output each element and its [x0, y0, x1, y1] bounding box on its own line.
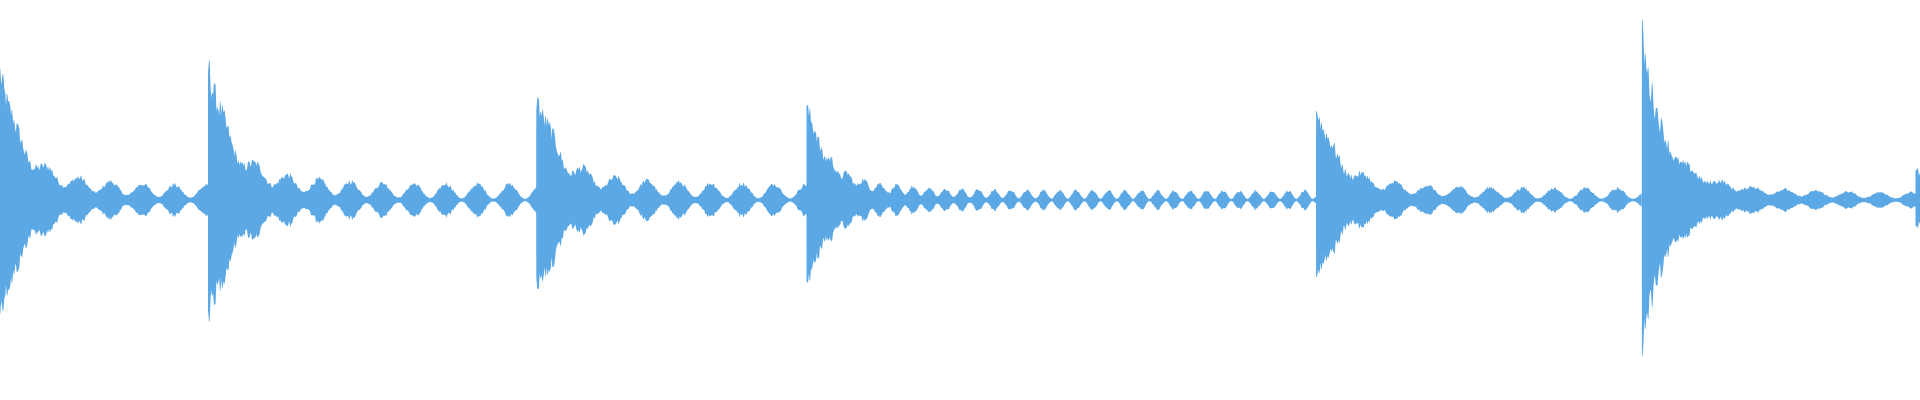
waveform-segment-hit-2	[208, 60, 537, 322]
waveform-segment-hit-4	[806, 104, 1317, 284]
waveform-segment-hit-6	[1641, 19, 1916, 356]
waveform-segment-hit-5	[1316, 111, 1642, 277]
waveform-segment-hit-3	[536, 97, 807, 289]
waveform-segment-hit-1	[0, 68, 209, 314]
